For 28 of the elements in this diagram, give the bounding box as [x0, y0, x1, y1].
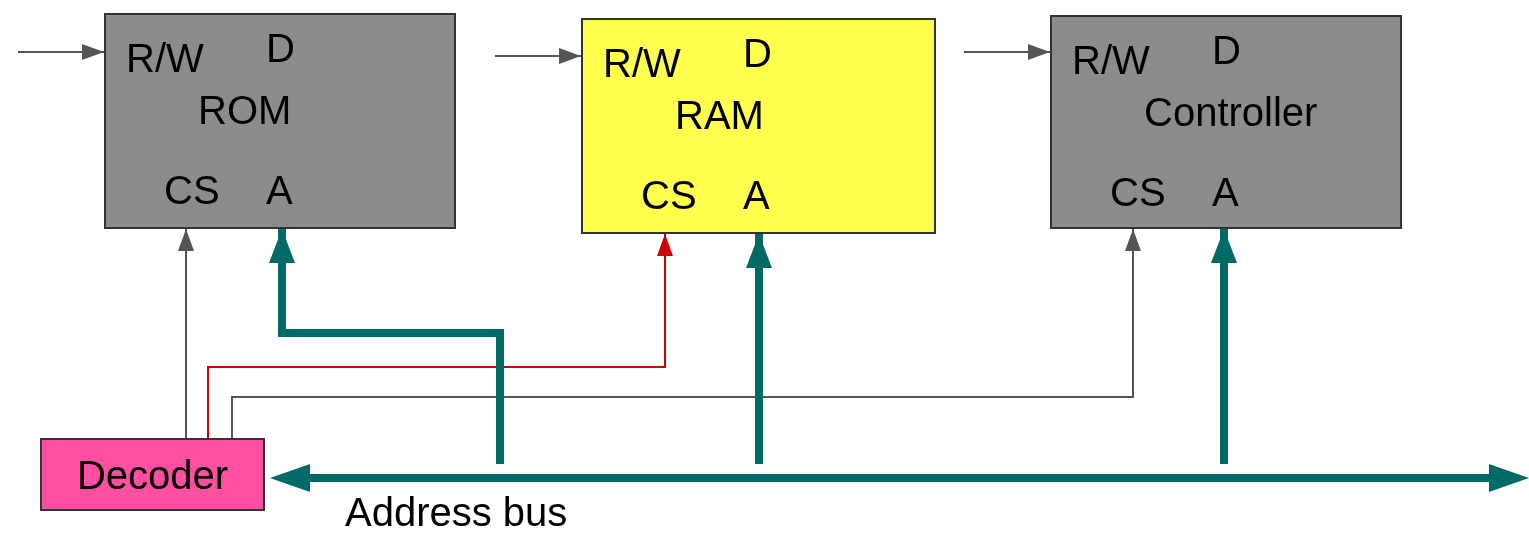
pin-label: R/W	[126, 35, 204, 82]
arrow	[963, 44, 1051, 60]
arrow	[178, 228, 194, 439]
memory-block	[104, 13, 456, 229]
pin-label: R/W	[603, 40, 681, 87]
decoder-box	[40, 438, 265, 511]
pin-label: CS	[1110, 169, 1166, 216]
arrow	[231, 228, 1141, 439]
pin-label: D	[266, 25, 295, 72]
controller-block	[1050, 15, 1402, 229]
pin-label: A	[743, 172, 770, 219]
memory-block	[581, 18, 936, 234]
pin-label: A	[1212, 169, 1239, 216]
block-label: Decoder	[75, 451, 230, 499]
block-label: Controller	[1144, 89, 1318, 136]
arrow	[207, 233, 673, 439]
bus-line	[270, 464, 1529, 492]
pin-label: D	[1212, 27, 1241, 74]
pin-label: D	[743, 30, 772, 77]
pin-label: CS	[641, 172, 697, 219]
block-label: ROM	[198, 87, 292, 134]
block-label: RAM	[675, 92, 764, 139]
arrow	[17, 44, 105, 60]
bus-label: Address bus	[345, 492, 568, 532]
pin-label: CS	[164, 167, 220, 214]
pin-label: R/W	[1072, 37, 1150, 84]
arrow	[494, 48, 582, 64]
pin-label: A	[266, 167, 293, 214]
